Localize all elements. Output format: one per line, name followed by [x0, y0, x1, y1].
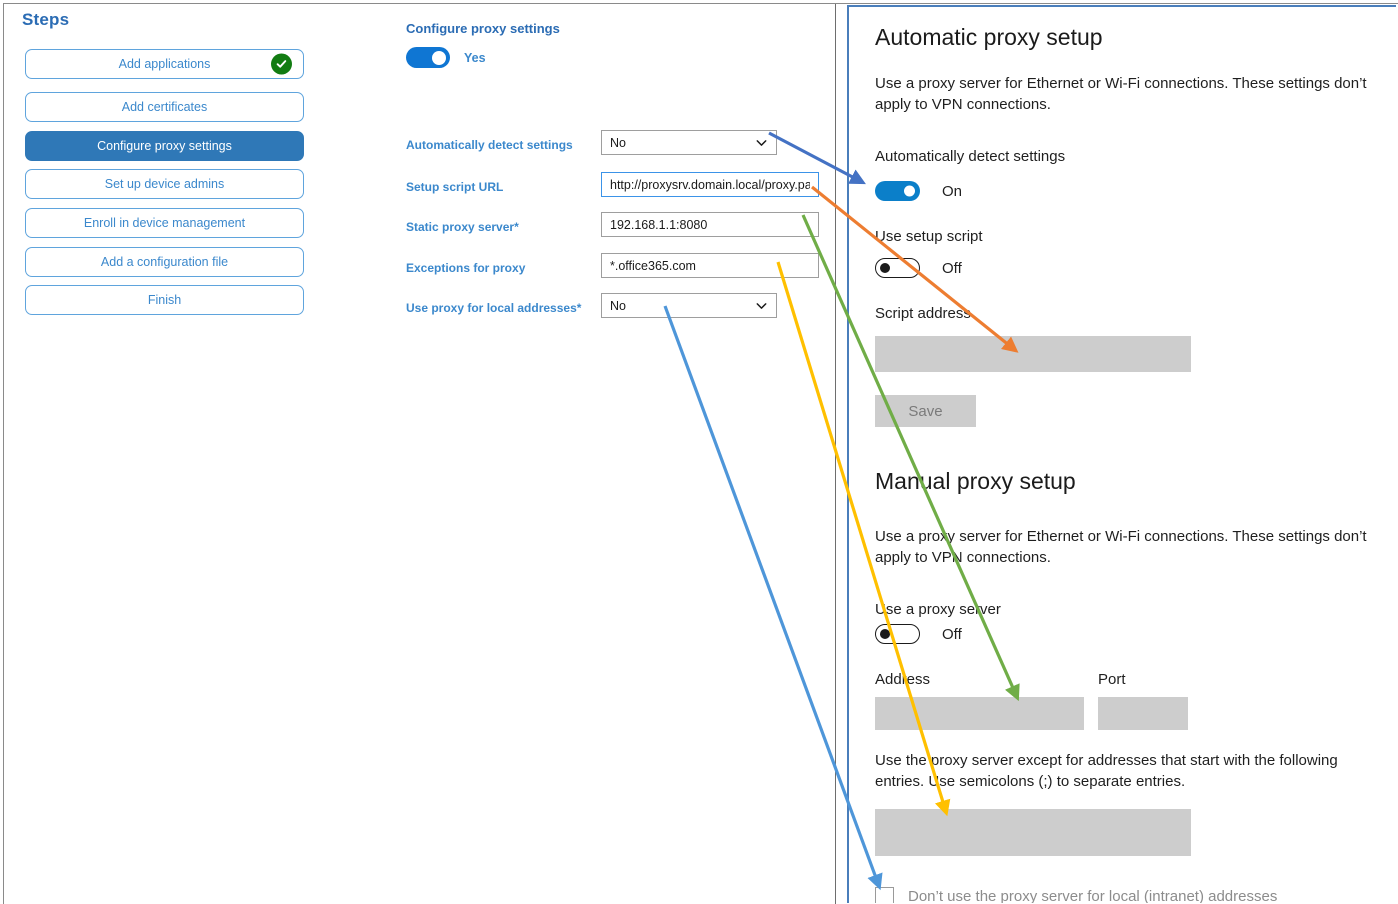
step-label: Add applications — [118, 57, 211, 71]
manual-proxy-setup-heading: Manual proxy setup — [875, 468, 1076, 494]
proxy-exceptions-description: Use the proxy server except for addresse… — [875, 752, 1338, 791]
automatically-detect-settings-toggle-row: On — [875, 181, 962, 201]
label-static-proxy-server: Static proxy server* — [406, 220, 519, 234]
use-a-proxy-server-state: Off — [942, 625, 962, 643]
address-label: Address — [875, 671, 931, 688]
proxy-form-pane: Configure proxy settings Yes Automatical… — [336, 4, 835, 903]
use-setup-script-toggle-row: Off — [875, 258, 962, 278]
configure-proxy-toggle[interactable] — [406, 47, 450, 68]
script-address-label: Script address — [875, 305, 971, 322]
bypass-local-addresses-row: Don’t use the proxy server for local (in… — [875, 887, 1277, 903]
manual-proxy-setup-description: Use a proxy server for Ethernet or Wi-Fi… — [875, 528, 1367, 567]
port-input[interactable] — [1098, 697, 1188, 730]
pane-divider — [835, 4, 836, 904]
label-use-proxy-for-local-addresses: Use proxy for local addresses* — [406, 301, 582, 315]
form-heading: Configure proxy settings — [406, 21, 560, 36]
steps-pane: Steps Add applications Add certificates … — [4, 4, 334, 903]
step-item-finish[interactable]: Finish — [25, 285, 304, 315]
port-label: Port — [1098, 671, 1126, 688]
automatically-detect-settings-state: On — [942, 182, 963, 200]
toggle-knob — [880, 629, 890, 639]
windows-proxy-settings-pane: Automatic proxy setup Use a proxy server… — [847, 5, 1396, 903]
label-exceptions-for-proxy: Exceptions for proxy — [406, 261, 526, 275]
step-label: Set up device admins — [104, 177, 225, 191]
use-a-proxy-server-label: Use a proxy server — [875, 601, 1001, 618]
automatic-proxy-setup-description: Use a proxy server for Ethernet or Wi-Fi… — [875, 75, 1367, 114]
frame-left-border — [3, 3, 4, 904]
bypass-local-addresses-label: Don’t use the proxy server for local (in… — [908, 888, 1278, 903]
use-setup-script-toggle[interactable] — [875, 258, 920, 278]
step-label: Enroll in device management — [83, 216, 246, 230]
step-label: Configure proxy settings — [97, 139, 232, 153]
chevron-down-icon — [756, 300, 767, 311]
chevron-down-icon — [756, 137, 767, 148]
step-item-enroll-in-device-management[interactable]: Enroll in device management — [25, 208, 304, 238]
step-item-set-up-device-admins[interactable]: Set up device admins — [25, 169, 304, 199]
step-label: Add certificates — [121, 100, 208, 114]
label-automatically-detect-settings: Automatically detect settings — [406, 138, 573, 152]
toggle-knob — [880, 263, 890, 273]
automatically-detect-settings-label: Automatically detect settings — [875, 148, 1066, 165]
use-setup-script-label: Use setup script — [875, 228, 983, 245]
save-button[interactable]: Save — [875, 395, 976, 427]
input-static-proxy-server[interactable] — [601, 212, 819, 237]
frame-top-border — [3, 3, 1398, 4]
step-label: Finish — [147, 293, 182, 307]
step-item-configure-proxy-settings[interactable]: Configure proxy settings — [25, 131, 304, 161]
bypass-local-addresses-checkbox[interactable] — [875, 887, 894, 903]
script-address-input[interactable] — [875, 336, 1191, 372]
address-input[interactable] — [875, 697, 1084, 730]
automatic-proxy-setup-heading: Automatic proxy setup — [875, 24, 1103, 50]
input-setup-script-url[interactable] — [601, 172, 819, 197]
use-setup-script-state: Off — [942, 259, 962, 277]
configure-proxy-toggle-label: Yes — [464, 50, 486, 65]
step-item-add-applications[interactable]: Add applications — [25, 49, 304, 79]
select-use-proxy-for-local-addresses[interactable]: No — [601, 293, 777, 318]
select-automatically-detect-settings[interactable]: No — [601, 130, 777, 155]
toggle-knob — [904, 185, 915, 197]
step-item-add-certificates[interactable]: Add certificates — [25, 92, 304, 122]
use-a-proxy-server-toggle[interactable] — [875, 624, 920, 644]
use-a-proxy-server-toggle-row: Off — [875, 624, 962, 644]
label-setup-script-url: Setup script URL — [406, 180, 504, 194]
configure-proxy-toggle-row: Yes — [406, 47, 486, 68]
input-exceptions-for-proxy[interactable] — [601, 253, 819, 278]
step-item-add-a-configuration-file[interactable]: Add a configuration file — [25, 247, 304, 277]
steps-title: Steps — [22, 10, 70, 29]
required-marker: * — [514, 220, 519, 234]
required-marker: * — [576, 301, 582, 315]
proxy-exceptions-input[interactable] — [875, 809, 1191, 856]
step-label: Add a configuration file — [100, 255, 229, 269]
automatically-detect-settings-toggle[interactable] — [875, 181, 920, 201]
check-circle-icon — [271, 53, 292, 75]
toggle-knob — [432, 50, 446, 65]
